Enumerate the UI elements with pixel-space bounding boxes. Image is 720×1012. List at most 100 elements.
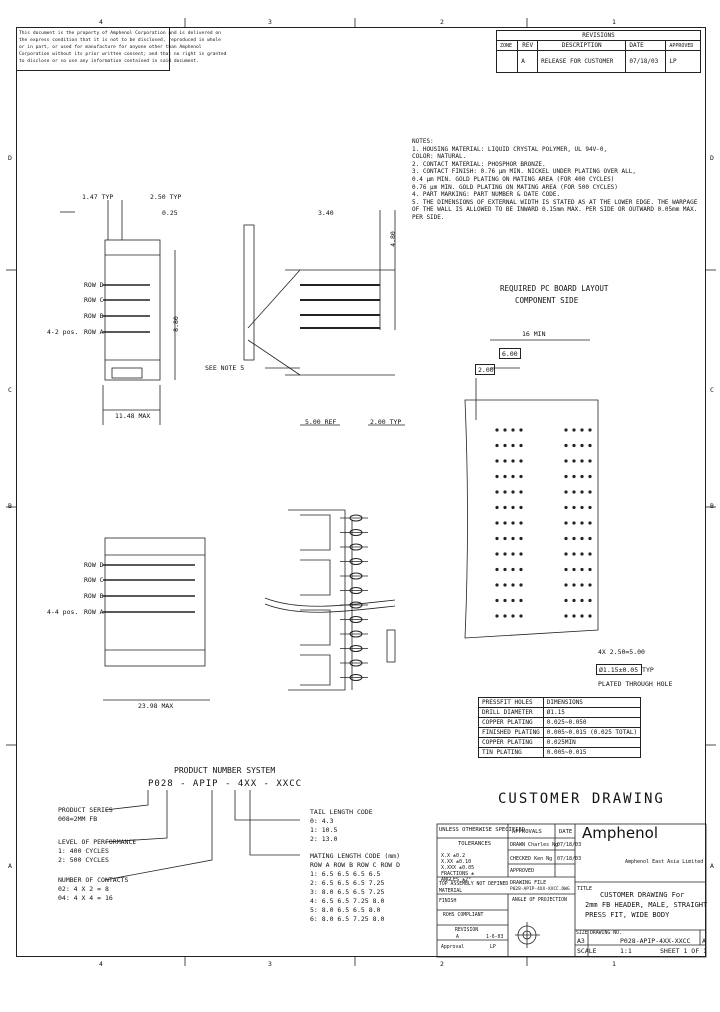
zone-top-3: 3	[268, 18, 272, 26]
pns-perf-value-1: 1: 400 CYCLES	[58, 847, 109, 855]
customer-drawing-title: CUSTOMER DRAWING	[498, 791, 665, 807]
angle-label: ANGLE OF PROJECTION	[512, 898, 567, 903]
zone-bottom-4: 4	[99, 960, 103, 968]
pcb-hole	[495, 459, 499, 463]
company-name: Amphenol East Asia Limited	[625, 859, 704, 865]
pns-tail-value-1: 0: 4.3	[310, 817, 334, 825]
pcb-hole	[580, 583, 584, 587]
pcb-dim-2-box	[475, 364, 495, 375]
pns-tail-value-3: 2: 13.0	[310, 835, 338, 843]
pcb-hole	[495, 552, 499, 556]
pcb-hole	[503, 459, 507, 463]
pcb-hole	[519, 490, 523, 494]
pns-mating-row-4: 4: 6.5 6.5 7.25 8.0	[310, 897, 385, 905]
pcb-hole	[511, 474, 515, 479]
tol-line-4: FRACTIONS ±	[441, 871, 475, 877]
zone-left-a: A	[8, 862, 12, 870]
date-label: DATE	[559, 829, 573, 835]
pcb-layout-title: REQUIRED PC BOARD LAYOUT	[500, 284, 609, 293]
pcb-hole	[519, 474, 523, 479]
pcb-hole	[503, 505, 507, 510]
pcb-hole	[588, 428, 592, 432]
pcb-hole	[495, 598, 499, 603]
pcb-hole	[580, 521, 584, 525]
hole-callout-box	[596, 664, 642, 675]
drawing-frame	[16, 27, 706, 957]
pcb-hole	[495, 536, 499, 541]
pcb-hole	[503, 490, 507, 494]
pcb-hole	[495, 567, 499, 572]
pcb-hole	[572, 614, 576, 618]
sign-b: 1-6-03	[486, 935, 504, 940]
title-label: TITLE	[577, 886, 593, 892]
sign-d: LP	[490, 945, 496, 950]
pcb-hole	[564, 459, 568, 463]
pcb-hole	[503, 443, 507, 448]
pcb-hole	[503, 598, 507, 603]
scale-value: 1:1	[620, 947, 632, 955]
dim-2-50: 2.50 TYP	[150, 193, 182, 201]
pns-contacts-label: NUMBER OF CONTACTS	[58, 876, 129, 884]
pcb-hole	[519, 459, 523, 463]
pcb-hole	[503, 521, 507, 525]
drawn-by: DRAWN Charles Ng	[510, 842, 559, 848]
pcb-hole	[580, 505, 584, 510]
pcb-hole	[495, 521, 499, 525]
tol-line-2: X.XX ±0.10	[441, 859, 472, 865]
pcb-dim-16: 16 MIN	[522, 330, 546, 338]
pcb-hole	[572, 567, 576, 572]
pns-mating-row-5: 5: 8.0 6.5 6.5 8.0	[310, 906, 381, 914]
pns-mating-row-1: 1: 6.5 6.5 6.5 6.5	[310, 870, 381, 878]
pcb-hole	[511, 490, 515, 494]
dim-5-00: 5.00 REF	[305, 418, 337, 426]
pcb-hole	[572, 490, 576, 494]
hole-note: PLATED THROUGH HOLE	[598, 680, 673, 688]
pns-perf-value-2: 2: 500 CYCLES	[58, 856, 109, 864]
sign-c: Approval	[441, 945, 465, 950]
zone-left-b: B	[8, 502, 12, 510]
pns-title: PRODUCT NUMBER SYSTEM	[174, 766, 276, 775]
tol-line-5: ANGLES ±2°	[441, 877, 472, 883]
pcb-hole	[519, 567, 523, 572]
pcb-hole	[588, 459, 592, 463]
pcb-hole	[580, 536, 584, 541]
dim-3-40: 3.40	[318, 209, 334, 217]
title-line-2: 2mm FB HEADER, MALE, STRAIGHT	[585, 901, 708, 909]
pcb-hole	[564, 567, 568, 572]
pcb-hole	[511, 443, 515, 448]
zone-top-1: 1	[612, 18, 616, 26]
pcb-hole	[519, 521, 523, 525]
row-label-c2: ROW C	[84, 576, 104, 584]
material-label: MATERIAL	[439, 889, 463, 894]
pcb-hole	[580, 598, 584, 603]
pcb-hole	[588, 598, 592, 603]
approvals-label: APPROVALS	[512, 829, 542, 835]
pns-mating-row-6: 6: 8.0 6.5 7.25 8.0	[310, 915, 385, 923]
zone-left-c: C	[8, 386, 12, 394]
row-label-b2: ROW B	[84, 592, 104, 600]
pcb-hole	[519, 443, 523, 448]
pcb-hole	[580, 428, 584, 432]
pcb-hole	[572, 474, 576, 479]
pcb-hole	[519, 614, 523, 618]
pcb-hole	[588, 474, 592, 479]
pcb-hole	[572, 598, 576, 603]
pcb-hole	[580, 552, 584, 556]
pcb-hole	[495, 428, 499, 432]
pcb-hole	[572, 505, 576, 510]
pcb-hole	[519, 583, 523, 587]
pcb-hole	[511, 459, 515, 463]
pcb-hole	[564, 552, 568, 556]
pcb-dim-6: 6.00	[502, 350, 518, 358]
pcb-hole	[511, 536, 515, 541]
dim-11-48: 11.48 MAX	[115, 412, 151, 420]
pcb-hole-pitch: 4X 2.50=5.00	[598, 648, 645, 656]
pcb-hole	[588, 443, 592, 448]
pcb-hole	[519, 505, 523, 510]
pcb-hole	[519, 536, 523, 541]
checked-date: 07/18/03	[557, 856, 582, 862]
dwg-no-label: DRAWING NO.	[590, 931, 622, 936]
general-notes: NOTES: 1. HOUSING MATERIAL: LIQUID CRYST…	[412, 138, 698, 221]
pcb-hole	[495, 490, 499, 494]
